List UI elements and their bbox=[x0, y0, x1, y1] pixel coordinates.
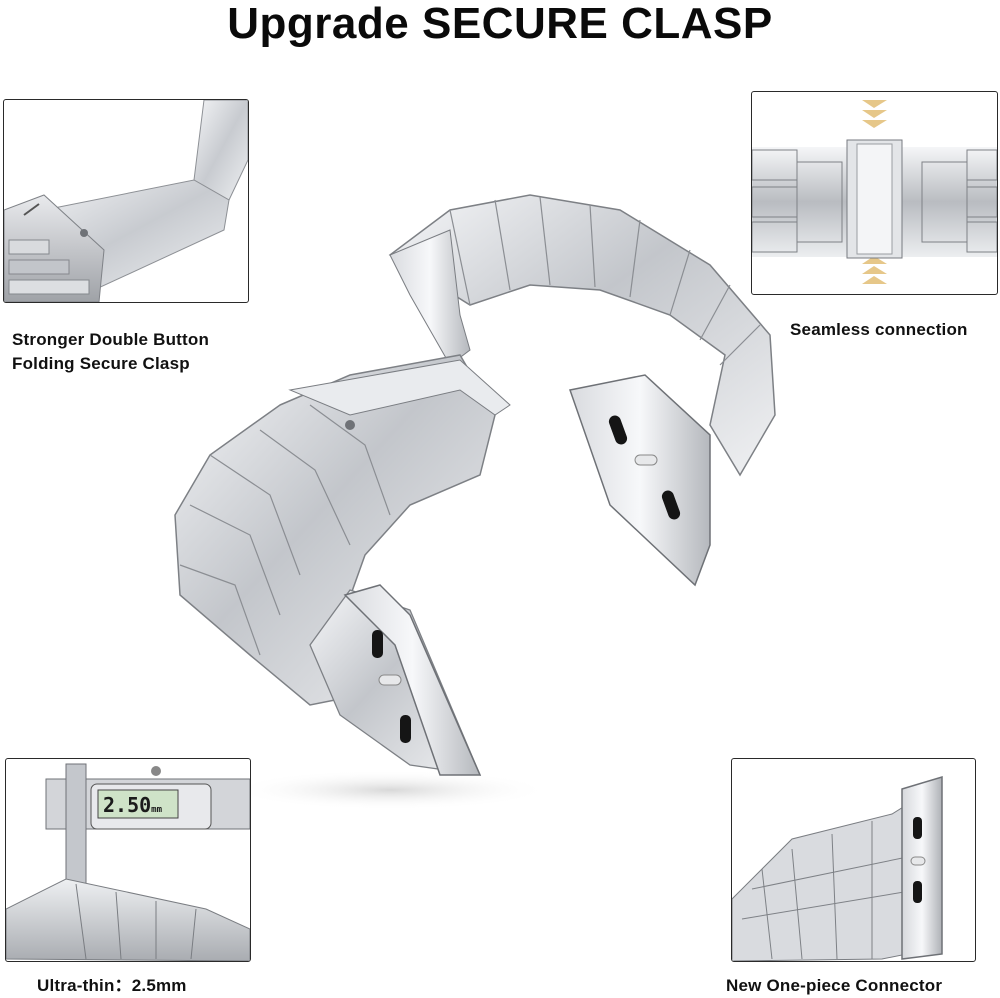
connector-caption: New One-piece Connector bbox=[726, 976, 943, 995]
clasp-closeup-panel bbox=[3, 99, 249, 303]
connector-panel bbox=[731, 758, 976, 962]
caliper-readout: 2.50mm bbox=[103, 792, 173, 818]
folding-clasp-image bbox=[4, 100, 248, 302]
page-title: Upgrade SECURE CLASP bbox=[227, 0, 773, 48]
clasp-caption-line2: Folding Secure Clasp bbox=[12, 354, 190, 373]
caliper-value: 2.50 bbox=[103, 793, 152, 817]
ultra-thin-panel: 2.50mm bbox=[5, 758, 251, 962]
seamless-link-image bbox=[752, 100, 997, 284]
clasp-caption-line1: Stronger Double Button bbox=[12, 330, 210, 349]
ultra-thin-caption: Ultra-thin：2.5mm bbox=[37, 976, 187, 995]
caliper-unit: mm bbox=[151, 805, 163, 815]
watch-band-image bbox=[150, 175, 810, 815]
arrow-down-icon bbox=[862, 100, 887, 128]
clasp-caption: Stronger Double Button Folding Secure Cl… bbox=[12, 328, 209, 376]
seamless-connection-panel bbox=[751, 91, 998, 295]
caliper-measurement-image bbox=[6, 763, 250, 961]
seamless-caption: Seamless connection bbox=[790, 320, 968, 339]
connector-closeup-image bbox=[732, 775, 943, 961]
stainless-band-icon bbox=[174, 194, 776, 810]
arrow-up-icon bbox=[862, 256, 887, 284]
